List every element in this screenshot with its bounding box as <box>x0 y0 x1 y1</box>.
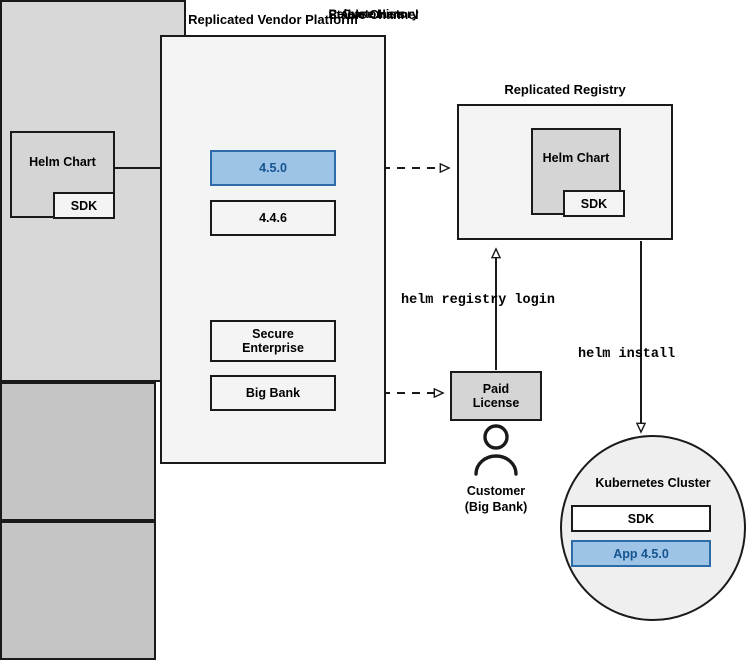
kubernetes-cluster-title: Kubernetes Cluster <box>595 476 711 490</box>
customer-item-big-bank[interactable]: Big Bank <box>210 375 336 411</box>
customers-box: Customers <box>0 7 405 660</box>
release-history-title: Release History <box>328 7 419 21</box>
platform-title: Replicated Vendor Platform <box>188 12 358 27</box>
source-helm-chart-sdk-box: SDK <box>53 192 115 219</box>
customers-title: Customers <box>342 7 405 21</box>
customer-item-secure-enterprise[interactable]: Secure Enterprise <box>210 320 336 362</box>
customer-person-icon <box>474 424 518 476</box>
command-helm-registry-login: helm registry login <box>401 293 555 308</box>
cluster-item-app-4-5-0: App 4.5.0 <box>571 540 711 567</box>
registry-helm-chart-sdk-box: SDK <box>563 190 625 217</box>
registry-title: Replicated Registry <box>504 82 626 97</box>
release-item-4-5-0[interactable]: 4.5.0 <box>210 150 336 186</box>
customer-person-label: Customer (Big Bank) <box>464 484 528 514</box>
paid-license-box: Paid License <box>450 371 542 421</box>
release-item-4-4-6[interactable]: 4.4.6 <box>210 200 336 236</box>
stable-channel-title: Stable Channel <box>328 8 419 22</box>
cluster-item-sdk: SDK <box>571 505 711 532</box>
release-history-box: Release History <box>0 7 419 521</box>
command-helm-install: helm install <box>578 347 676 362</box>
